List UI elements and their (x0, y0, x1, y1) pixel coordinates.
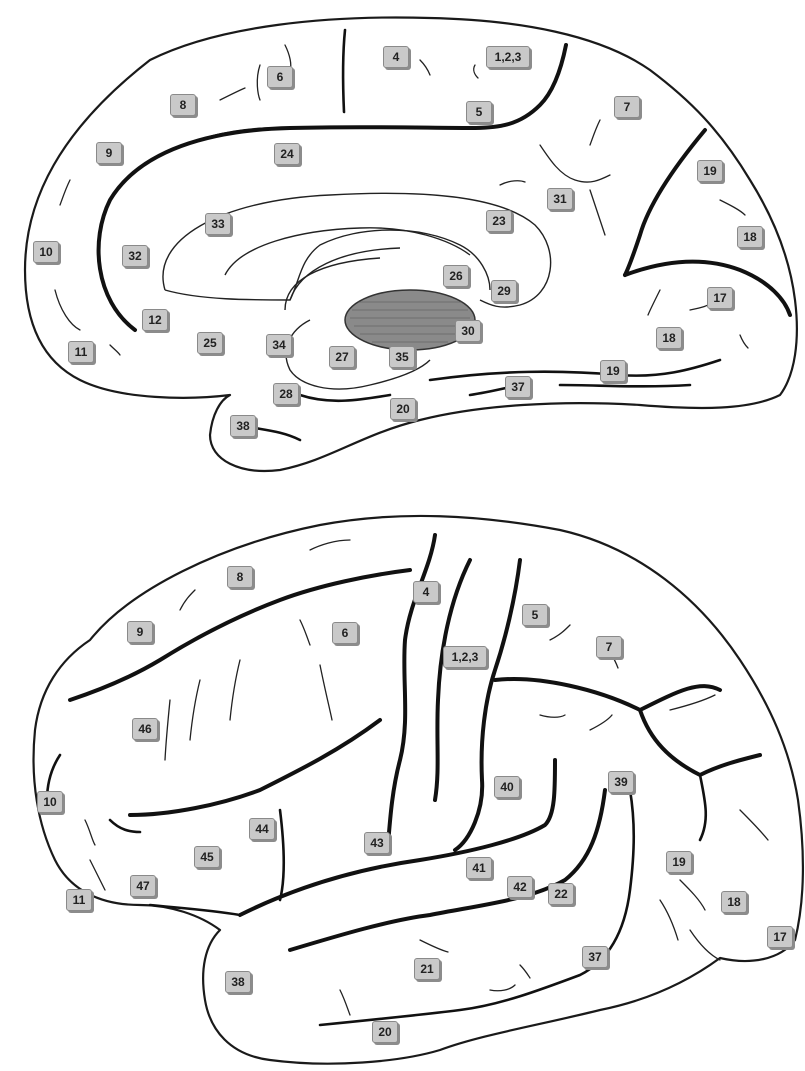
lateral-area-8-label: 8 (227, 566, 253, 588)
medial-area-23-label: 23 (486, 210, 512, 232)
medial-area-37-label: 37 (505, 376, 531, 398)
medial-area-11-label: 11 (68, 341, 94, 363)
lateral-area-37-label: 37 (582, 946, 608, 968)
lateral-area-46-label: 46 (132, 718, 158, 740)
lateral-area-43-label: 43 (364, 832, 390, 854)
medial-area-18-lower-label: 18 (656, 327, 682, 349)
lateral-area-40-label: 40 (494, 776, 520, 798)
medial-area-19-label: 19 (697, 160, 723, 182)
lateral-area-6-label: 6 (332, 622, 358, 644)
lateral-area-4-label: 4 (413, 581, 439, 603)
medial-area-8-label: 8 (170, 94, 196, 116)
medial-area-5-label: 5 (466, 101, 492, 123)
medial-area-10-label: 10 (33, 241, 59, 263)
lateral-area-18-label: 18 (721, 891, 747, 913)
medial-area-24-label: 24 (274, 143, 300, 165)
medial-area-27-label: 27 (329, 346, 355, 368)
lateral-area-19-label: 19 (666, 851, 692, 873)
medial-area-18-label: 18 (737, 226, 763, 248)
lateral-area-17-label: 17 (767, 926, 793, 948)
lateral-area-22-label: 22 (548, 883, 574, 905)
medial-area-4-label: 4 (383, 46, 409, 68)
medial-area-7-label: 7 (614, 96, 640, 118)
medial-area-33-label: 33 (205, 213, 231, 235)
lateral-area-44-label: 44 (249, 818, 275, 840)
medial-area-25-label: 25 (197, 332, 223, 354)
lateral-area-39-label: 39 (608, 771, 634, 793)
lateral-area-7-label: 7 (596, 636, 622, 658)
lateral-area-5-label: 5 (522, 604, 548, 626)
lateral-area-20-label: 20 (372, 1021, 398, 1043)
medial-area-9-label: 9 (96, 142, 122, 164)
medial-area-20-label: 20 (390, 398, 416, 420)
medial-area-12-label: 12 (142, 309, 168, 331)
medial-area-6-label: 6 (267, 66, 293, 88)
lateral-area-42-label: 42 (507, 876, 533, 898)
lateral-area-10-label: 10 (37, 791, 63, 813)
medial-area-32-label: 32 (122, 245, 148, 267)
lateral-area-47-label: 47 (130, 875, 156, 897)
medial-area-29-label: 29 (491, 280, 517, 302)
lateral-area-1-2-3-label: 1,2,3 (443, 646, 487, 668)
lateral-area-9-label: 9 (127, 621, 153, 643)
medial-area-30-label: 30 (455, 320, 481, 342)
medial-area-35-label: 35 (389, 346, 415, 368)
lateral-area-11-label: 11 (66, 889, 92, 911)
lateral-area-41-label: 41 (466, 857, 492, 879)
medial-area-26-label: 26 (443, 265, 469, 287)
lateral-area-21-label: 21 (414, 958, 440, 980)
medial-area-1-2-3-label: 1,2,3 (486, 46, 530, 68)
lateral-area-38-label: 38 (225, 971, 251, 993)
medial-area-38-label: 38 (230, 415, 256, 437)
medial-area-34-label: 34 (266, 334, 292, 356)
lateral-area-45-label: 45 (194, 846, 220, 868)
medial-area-17-label: 17 (707, 287, 733, 309)
medial-area-31-label: 31 (547, 188, 573, 210)
medial-area-19-lower-label: 19 (600, 360, 626, 382)
medial-area-28-label: 28 (273, 383, 299, 405)
